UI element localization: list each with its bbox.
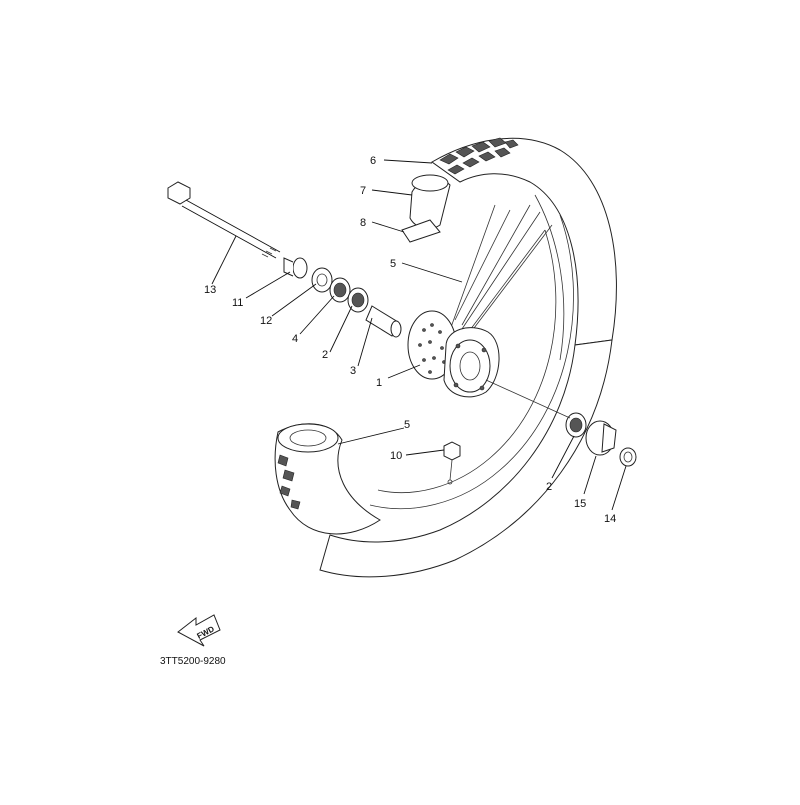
collar <box>283 257 308 279</box>
hub <box>407 310 500 398</box>
callout-3: 3 <box>350 365 356 377</box>
valve-nut <box>443 441 461 485</box>
tube-sleeve <box>409 174 451 229</box>
bearing-inner <box>347 287 369 313</box>
callout-11: 11 <box>232 297 243 309</box>
fwd-arrow: FWD <box>177 614 221 647</box>
bearing-left <box>329 277 351 303</box>
spacer <box>365 305 402 338</box>
callout-9: 8 <box>360 217 366 229</box>
callout-1: 1 <box>376 377 382 389</box>
callout-4: 4 <box>292 333 298 345</box>
tire-upper <box>431 137 617 346</box>
callout-5: 5 <box>404 419 410 431</box>
diagram-code: 3TT5200-9280 <box>160 656 226 667</box>
callout-6: 5 <box>390 258 396 270</box>
tube <box>274 423 381 535</box>
callout-labels: 6 7 8 5 13 11 12 4 2 3 1 5 10 2 15 14 <box>204 155 616 525</box>
leader-lines <box>211 159 627 511</box>
spokes <box>449 204 553 341</box>
callout-7: 6 <box>370 155 376 167</box>
axle-nut <box>619 447 637 467</box>
callout-15: 15 <box>574 498 586 510</box>
rim-band <box>401 219 441 243</box>
callout-14: 14 <box>604 513 616 525</box>
axle <box>167 181 281 259</box>
callout-12: 12 <box>260 315 272 327</box>
wheel-rim <box>319 194 613 578</box>
meter-gear <box>585 420 617 456</box>
callout-10: 10 <box>390 450 402 462</box>
callout-8: 7 <box>360 185 366 197</box>
bearing-right <box>565 412 587 438</box>
oil-seal <box>311 267 333 293</box>
callout-2-left: 2 <box>322 349 328 361</box>
callout-13: 13 <box>204 284 216 296</box>
callout-2-right: 2 <box>546 481 552 493</box>
